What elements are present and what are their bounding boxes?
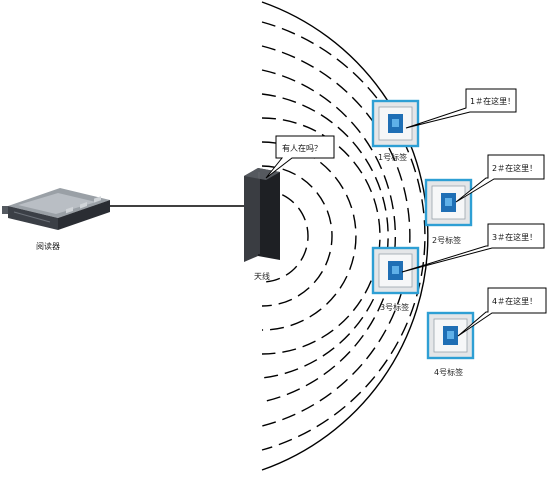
tag-2-reply: 2＃在这里！ bbox=[492, 163, 537, 173]
tag-3: 3号标签 3＃在这里！ bbox=[371, 223, 545, 312]
antenna-query-bubble: 有人在吗？ bbox=[265, 135, 335, 179]
tag-4-reply: 4＃在这里！ bbox=[492, 296, 537, 306]
tag-3-reply: 3＃在这里！ bbox=[492, 232, 537, 242]
wave-arc bbox=[261, 21, 426, 451]
wave-arc-outer bbox=[261, 1, 429, 471]
reader-label: 阅读器 bbox=[36, 241, 60, 251]
tag-4-label: 4号标签 bbox=[434, 367, 463, 377]
tag-2-label: 2号标签 bbox=[432, 235, 461, 245]
tag-2: 2号标签 2＃在这里！ bbox=[424, 154, 545, 245]
wave-arc bbox=[261, 165, 333, 307]
antenna-label: 天线 bbox=[254, 271, 270, 281]
tag-3-label: 3号标签 bbox=[380, 302, 409, 312]
wave-arc bbox=[261, 189, 309, 283]
rfid-tag-icon bbox=[371, 246, 420, 295]
rfid-tag-icon bbox=[426, 311, 475, 360]
tag-1-reply: 1＃在这里！ bbox=[470, 96, 515, 106]
radio-waves bbox=[261, 1, 429, 471]
antenna-panel-icon bbox=[244, 168, 280, 262]
tag-4: 4号标签 4＃在这里！ bbox=[426, 287, 547, 377]
antenna-query-text: 有人在吗？ bbox=[282, 143, 322, 153]
wave-arc bbox=[261, 117, 381, 355]
rfid-reader-icon bbox=[2, 188, 110, 230]
rfid-tag-icon bbox=[371, 99, 420, 148]
rfid-tag-icon bbox=[424, 178, 473, 227]
wave-arc bbox=[261, 69, 396, 403]
tag-1: 1号标签 1＃在这里！ bbox=[371, 88, 517, 162]
tag-1-label: 1号标签 bbox=[378, 152, 407, 162]
wave-arc bbox=[261, 45, 411, 427]
